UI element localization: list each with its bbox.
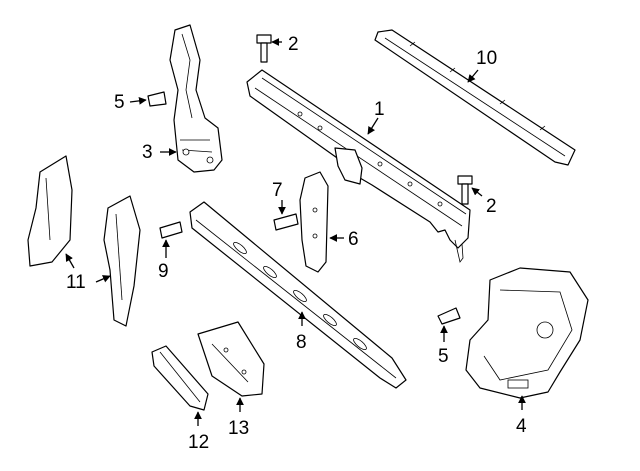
bolt-9-shape [159, 221, 183, 239]
callout-2-top: 2 [288, 34, 299, 55]
part-3-shape [169, 24, 223, 173]
part-13-shape [197, 321, 265, 397]
part-4-shape [465, 267, 589, 399]
part-10-shape [374, 29, 576, 166]
callout-2-right: 2 [486, 196, 497, 217]
part-12-shape [151, 345, 209, 411]
bolt-top-shape [256, 34, 272, 63]
bolt-7-shape [273, 213, 299, 231]
callout-5-left: 5 [114, 92, 125, 113]
callout-9: 9 [158, 261, 169, 282]
callout-5-right: 5 [438, 346, 449, 367]
callout-6: 6 [348, 229, 359, 250]
part-8-shape [189, 201, 407, 389]
part-1-shape [246, 69, 471, 263]
leader-arrows [65, 38, 526, 426]
part-6-shape [299, 171, 329, 273]
bolt-right-shape [457, 175, 473, 205]
callout-10: 10 [476, 48, 497, 69]
callout-12: 12 [188, 432, 209, 453]
callout-13: 13 [228, 418, 249, 439]
callout-8: 8 [296, 332, 307, 353]
callout-4: 4 [516, 416, 527, 437]
callout-3: 3 [142, 142, 153, 163]
bolt-left-shape [147, 91, 167, 107]
callout-1: 1 [374, 99, 385, 120]
callout-11: 11 [66, 272, 86, 293]
bolt-5b-shape [437, 307, 461, 325]
callout-7: 7 [272, 180, 283, 201]
part-11-shape [27, 155, 141, 327]
